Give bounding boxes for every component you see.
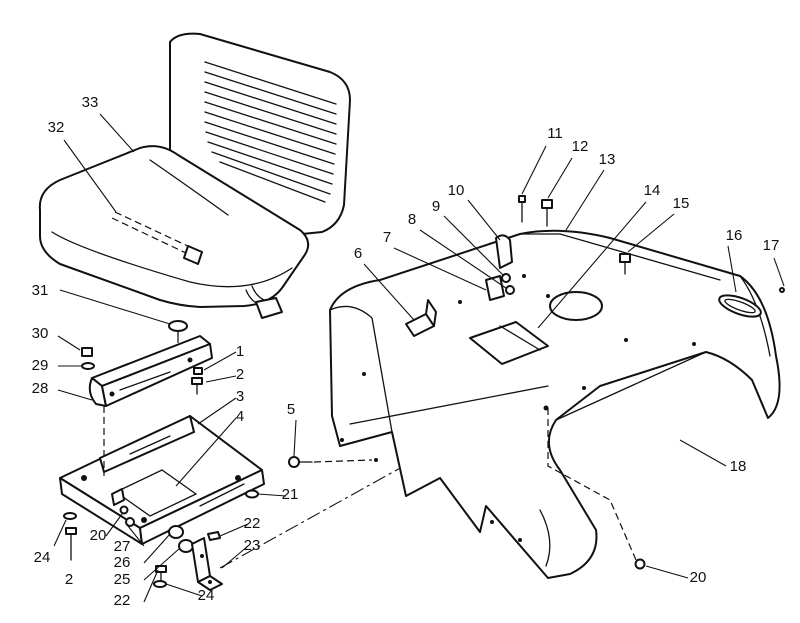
rear-fender xyxy=(329,229,781,579)
callout-c24b: 24 xyxy=(198,587,215,604)
bolt-12 xyxy=(541,199,553,227)
nut-30 xyxy=(81,347,93,357)
fender-holes xyxy=(340,274,696,542)
callout-c33: 33 xyxy=(82,94,99,111)
seat-switch-connector xyxy=(245,285,283,319)
nut-20-seat xyxy=(119,505,129,515)
callout-c14: 14 xyxy=(644,182,661,199)
callout-c1: 1 xyxy=(236,343,244,360)
callout-c21: 21 xyxy=(282,486,299,503)
spacer-25 xyxy=(178,539,194,553)
callout-c29: 29 xyxy=(32,357,49,374)
callout-c8: 8 xyxy=(408,211,416,228)
callout-c32: 32 xyxy=(48,119,65,136)
reflector-16 xyxy=(718,294,762,318)
callout-c2a: 2 xyxy=(236,366,244,383)
bolt-1 xyxy=(193,367,203,375)
callout-c22b: 22 xyxy=(114,592,131,609)
callout-c3: 3 xyxy=(236,388,244,405)
fender-opening xyxy=(549,291,603,321)
callout-c7: 7 xyxy=(383,229,391,246)
washer-24-lower xyxy=(153,580,167,588)
callout-c24a: 24 xyxy=(34,549,51,566)
bolt-15 xyxy=(619,253,631,275)
callout-c22a: 22 xyxy=(244,515,261,532)
seat-backrest-ribs xyxy=(204,61,337,203)
seat-cushion xyxy=(38,145,310,308)
callout-c9: 9 xyxy=(432,198,440,215)
bolt-22-upper xyxy=(207,531,221,541)
callout-c27: 27 xyxy=(114,538,131,555)
upper-seat-bracket xyxy=(88,335,213,407)
seat-spacer xyxy=(168,320,188,332)
callout-c2b: 2 xyxy=(65,571,73,588)
callout-c17: 17 xyxy=(763,237,780,254)
callout-c4: 4 xyxy=(236,408,244,425)
washer-29 xyxy=(81,362,95,370)
callout-c13: 13 xyxy=(599,151,616,168)
seat-switch xyxy=(111,211,203,265)
callout-c5: 5 xyxy=(287,401,295,418)
callout-c16: 16 xyxy=(726,227,743,244)
callout-c11: 11 xyxy=(547,125,563,142)
seat-base-plate xyxy=(59,415,265,545)
callout-c28: 28 xyxy=(32,380,49,397)
rod-10 xyxy=(495,234,513,269)
bracket-23 xyxy=(191,537,223,591)
callout-c6: 6 xyxy=(354,245,362,262)
nut-21 xyxy=(245,489,259,499)
seat xyxy=(38,32,351,319)
bolt-2 xyxy=(191,377,203,395)
callout-c31: 31 xyxy=(32,282,49,299)
leader-lines xyxy=(53,113,785,603)
latch-7 xyxy=(485,275,505,301)
bolt-5 xyxy=(288,456,313,468)
callout-c30: 30 xyxy=(32,325,49,342)
fender-plate xyxy=(469,321,549,365)
callout-c23: 23 xyxy=(244,537,261,554)
callout-c20a: 20 xyxy=(690,569,707,586)
callout-c18: 18 xyxy=(730,458,747,475)
pin-17 xyxy=(779,287,785,293)
nut-20-fender xyxy=(634,558,646,570)
screw-11 xyxy=(518,195,526,223)
spacer-26 xyxy=(168,525,184,539)
callout-c26: 26 xyxy=(114,554,131,571)
callout-c20b: 20 xyxy=(90,527,107,544)
washer-8 xyxy=(505,285,515,295)
callout-c10: 10 xyxy=(448,182,465,199)
callout-c25: 25 xyxy=(114,571,131,588)
callout-c15: 15 xyxy=(673,195,690,212)
nut-27 xyxy=(125,517,135,527)
washer-24-left xyxy=(63,512,77,520)
callout-c12: 12 xyxy=(572,138,589,155)
bolt-2-lower xyxy=(65,527,77,561)
